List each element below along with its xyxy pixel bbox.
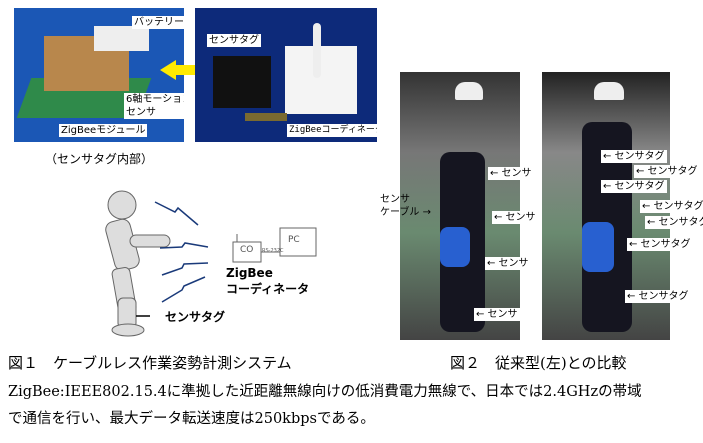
- sensor-cable-label: センサ ケーブル →: [380, 194, 431, 218]
- system-diagram: [105, 190, 317, 337]
- sensor-label: ← センサ: [474, 308, 520, 321]
- fig1-caption: 図１ ケーブルレス作業姿勢計測システム: [8, 354, 292, 372]
- sensor-label: ← センサ: [485, 257, 531, 270]
- sensor-tag-diagram-label: センサタグ: [165, 310, 226, 324]
- conventional-photo: [400, 72, 520, 340]
- sensor-tag-coordinator-photo: センサタグ ZigBeeコーディネータ: [195, 8, 377, 142]
- pc-label: PC: [288, 235, 300, 245]
- sensor-tag-label: ← センサタグ: [627, 238, 693, 251]
- arrow-shaft: [176, 65, 206, 75]
- coordinator-label: ZigBeeコーディネータ: [287, 124, 377, 137]
- body-text-line: で通信を行い、最大データ転送速度は250kbpsである。: [8, 411, 375, 427]
- sensor-label: ← センサ: [492, 211, 538, 224]
- arrow-icon: [160, 60, 176, 80]
- inner-caption: （センサタグ内部）: [45, 152, 154, 166]
- sensor-label: ← センサ: [488, 167, 534, 180]
- sensor-tag-label: ← センサタグ: [601, 150, 667, 163]
- sensor-tag-label: ← センサタグ: [601, 180, 667, 193]
- motion-sensor-label: 6軸モーション センサ: [124, 93, 184, 119]
- zigbee-module-label: ZigBeeモジュール: [59, 124, 148, 137]
- sensor-tag-label: ← センサタグ: [645, 216, 703, 229]
- link-label: RS-232C: [262, 248, 284, 254]
- body-text-line: ZigBee:IEEE802.15.4に準拠した近距離無線向けの低消費電力無線で…: [8, 384, 642, 400]
- sensor-tag-label: ← センサタグ: [634, 165, 700, 178]
- sensor-tag-label: センサタグ: [207, 34, 261, 47]
- sensor-tag-label: ← センサタグ: [640, 200, 703, 213]
- battery-label: バッテリー: [132, 16, 184, 29]
- coordinator-diagram-label: ZigBee コーディネータ: [226, 266, 310, 296]
- co-label: CO: [240, 245, 254, 255]
- sensor-tag-label: ← センサタグ: [625, 290, 691, 303]
- sensor-tag-internal-photo: バッテリー 6軸モーション センサ ZigBeeモジュール: [14, 8, 184, 142]
- fig2-caption: 図２ 従来型(左)との比較: [450, 354, 627, 372]
- pc-box: [279, 227, 317, 257]
